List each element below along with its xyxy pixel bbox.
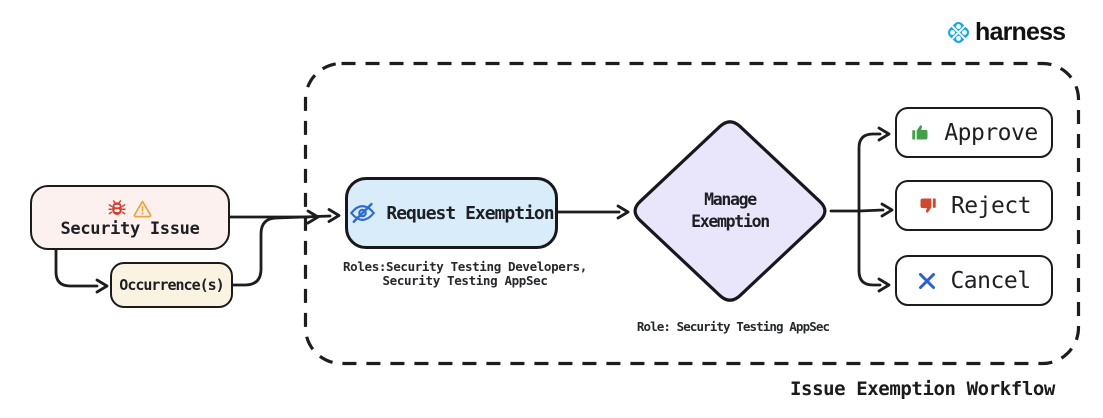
manage-exemption-line1: Manage	[704, 190, 757, 209]
bug-icon	[108, 199, 126, 215]
request-roles-line2: Security Testing AppSec	[382, 273, 548, 288]
arrowhead	[95, 278, 109, 294]
request-exemption-label: Request Exemption	[386, 202, 554, 224]
eye-slash-icon	[350, 202, 376, 223]
arrowhead	[616, 204, 630, 220]
occurrences-label: Occurrence(s)	[119, 276, 224, 294]
security-issue-label: Security Issue	[60, 218, 200, 239]
node-request-exemption: Request Exemption	[345, 177, 558, 249]
arrow-to-cancel	[857, 209, 882, 287]
arrowhead	[327, 208, 341, 223]
node-reject: Reject	[895, 180, 1053, 231]
reject-label: Reject	[950, 192, 1032, 219]
approve-label: Approve	[944, 119, 1038, 146]
x-icon	[919, 272, 936, 289]
arrow-to-reject	[857, 208, 885, 213]
request-roles-line1: Roles:Security Testing Developers,	[343, 259, 587, 274]
node-cancel: Cancel	[895, 255, 1053, 306]
node-approve: Approve	[895, 107, 1053, 158]
security-issue-icons	[108, 199, 152, 218]
harness-logo: harness	[945, 18, 1066, 47]
workflow-container-border	[303, 61, 1081, 366]
manage-exemption-label: Manage Exemption	[660, 189, 800, 233]
arrowhead	[877, 126, 891, 142]
diagram-title: Issue Exemption Workflow	[790, 378, 1055, 400]
arrowhead	[880, 202, 894, 218]
arrowhead	[877, 277, 891, 293]
cancel-label: Cancel	[950, 267, 1031, 294]
arrow-occurrence-to-request	[231, 214, 332, 287]
node-occurrences: Occurrence(s)	[110, 262, 233, 308]
arrow-security-to-occurrence	[54, 248, 99, 288]
harness-logo-icon	[948, 22, 969, 43]
arrow-to-approve	[857, 132, 882, 213]
manage-role-note: Role: Security Testing AppSec	[636, 319, 830, 334]
request-roles-note: Roles:Security Testing Developers, Secur…	[335, 260, 595, 288]
manage-exemption-diamond	[633, 120, 827, 302]
thumbs-down-icon	[920, 198, 936, 213]
node-security-issue: Security Issue	[30, 185, 230, 250]
harness-wordmark: harness	[975, 18, 1066, 46]
warning-icon	[133, 200, 152, 217]
thumbs-up-icon	[912, 125, 928, 140]
manage-exemption-line2: Exemption	[691, 212, 770, 231]
